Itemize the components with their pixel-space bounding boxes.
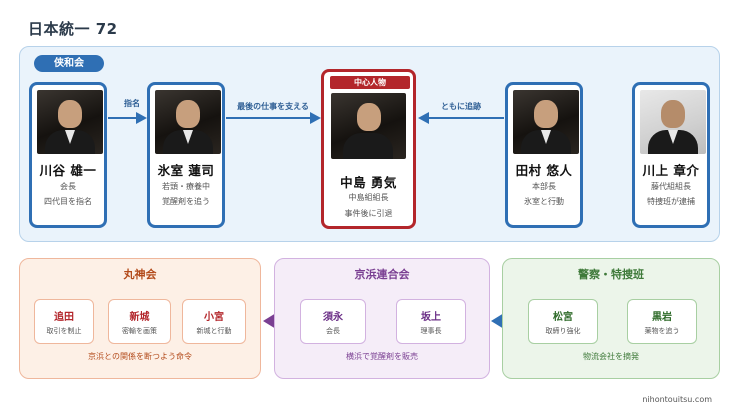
person-name: 田村 悠人 (515, 163, 573, 178)
member-card-kuroiwa[interactable]: 黒岩 薬物を追う (627, 299, 697, 344)
org-note: 横浜で覚醒剤を販売 (346, 352, 418, 361)
org-panel-keihin: 京浜連合会 須永 会長 坂上 理事長 横浜で覚醒剤を販売 (274, 258, 490, 379)
person-photo (331, 93, 406, 159)
person-name: 中島 勇気 (340, 175, 397, 190)
member-name: 松宮 (553, 312, 573, 323)
group-tag: 侠和会 (34, 55, 104, 72)
member-desc: 薬物を追う (644, 327, 680, 335)
center-badge: 中心人物 (330, 76, 410, 89)
member-desc: 取締り強化 (545, 327, 581, 335)
person-note: 四代目を指名 (44, 197, 92, 206)
member-card-sunaga[interactable]: 須永 会長 (300, 299, 366, 344)
relation-label-nominate: 指名 (124, 99, 140, 108)
member-card-matsumiya[interactable]: 松宮 取締り強化 (528, 299, 598, 344)
person-role: 本部長 (532, 182, 556, 191)
person-photo (513, 90, 579, 154)
person-card-tamura[interactable]: 田村 悠人 本部長 氷室と行動 (505, 82, 583, 228)
member-desc: 新城と行動 (196, 327, 232, 335)
member-name: 小宮 (204, 312, 224, 323)
person-note: 特捜班が逮捕 (647, 197, 695, 206)
person-note: 氷室と行動 (524, 197, 564, 206)
org-title: 京浜連合会 (354, 268, 410, 281)
org-title: 丸神会 (123, 268, 157, 281)
member-desc: 取引を制止 (46, 327, 82, 335)
person-card-himuro[interactable]: 氷室 蓮司 若頭・療養中 覚醒剤を追う (147, 82, 225, 228)
person-card-kawatani[interactable]: 川谷 雄一 会長 四代目を指名 (29, 82, 107, 228)
member-name: 新城 (129, 312, 150, 323)
footer-site: nihontouitsu.com (642, 395, 712, 404)
org-note: 京浜との関係を断つよう命令 (88, 352, 192, 361)
person-photo (155, 90, 221, 154)
person-role: 中島組組長 (348, 193, 389, 202)
person-role: 藤代組組長 (651, 182, 691, 191)
member-name: 黒岩 (652, 312, 672, 323)
member-desc: 密輸を画策 (122, 327, 157, 335)
member-name: 須永 (323, 312, 343, 323)
org-panel-marugami: 丸神会 追田 取引を制止 新城 密輸を画策 小宮 新城と行動 京浜との関係を断つ… (19, 258, 261, 379)
person-card-kawakami[interactable]: 川上 章介 藤代組組長 特捜班が逮捕 (632, 82, 710, 228)
member-card-shinjo[interactable]: 新城 密輸を画策 (108, 299, 171, 344)
person-name: 氷室 蓮司 (157, 163, 215, 178)
org-title: 警察・特捜班 (578, 268, 644, 281)
org-note: 物流会社を摘発 (583, 352, 639, 361)
member-card-oida[interactable]: 追田 取引を制止 (34, 299, 94, 344)
member-card-sakagami[interactable]: 坂上 理事長 (396, 299, 466, 344)
member-desc: 理事長 (420, 327, 442, 335)
member-card-komiya[interactable]: 小宮 新城と行動 (182, 299, 246, 344)
person-name: 川上 章介 (642, 163, 700, 178)
person-role: 若頭・療養中 (162, 182, 210, 191)
person-photo (37, 90, 103, 154)
relation-label-track: ともに追跡 (441, 102, 481, 111)
person-note: 覚醒剤を追う (162, 197, 210, 206)
org-panel-police: 警察・特捜班 松宮 取締り強化 黒岩 薬物を追う 物流会社を摘発 (502, 258, 720, 379)
person-card-nakajima[interactable]: 中心人物 中島 勇気 中島組組長 事件後に引退 (321, 69, 416, 229)
person-role: 会長 (60, 182, 76, 191)
relation-label-support: 最後の仕事を支える (237, 102, 309, 111)
person-name: 川谷 雄一 (39, 163, 97, 178)
page-title: 日本統一 72 (28, 20, 118, 38)
person-photo (640, 90, 706, 154)
person-note: 事件後に引退 (344, 209, 393, 218)
member-name: 坂上 (421, 312, 441, 323)
member-name: 追田 (54, 312, 74, 323)
member-desc: 会長 (326, 327, 340, 335)
